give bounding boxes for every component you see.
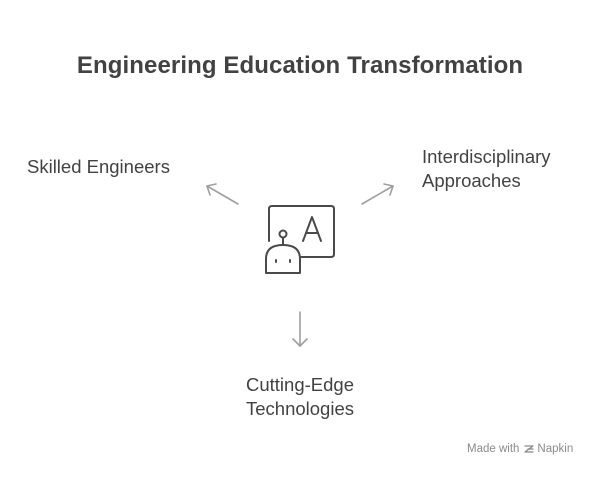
node-label-line-2: Approaches: [422, 170, 521, 191]
arrow-to-skilled-engineers: [206, 183, 239, 205]
arrow-to-interdisciplinary-approaches: [361, 183, 394, 205]
footer-attribution[interactable]: Made with Napkin: [467, 443, 573, 455]
footer-made-with-label: Made with: [467, 443, 520, 455]
node-label-line-2: Technologies: [246, 398, 354, 419]
napkin-logo-icon: [524, 445, 535, 453]
node-label: Skilled Engineers: [27, 156, 170, 177]
node-label-line-1: Interdisciplinary: [422, 146, 551, 167]
node-label-line-1: Cutting-Edge: [246, 374, 354, 395]
arrow-to-cutting-edge-technologies: [292, 311, 308, 347]
node-interdisciplinary-approaches: Interdisciplinary Approaches: [422, 145, 592, 193]
footer-brand-name: Napkin: [537, 443, 574, 455]
page-title: Engineering Education Transformation: [76, 52, 524, 79]
node-cutting-edge-technologies: Cutting-Edge Technologies: [200, 373, 400, 421]
node-skilled-engineers: Skilled Engineers: [27, 155, 170, 179]
napkin-brand: Napkin: [523, 443, 573, 455]
robot-teacher-board-icon: [265, 205, 335, 274]
